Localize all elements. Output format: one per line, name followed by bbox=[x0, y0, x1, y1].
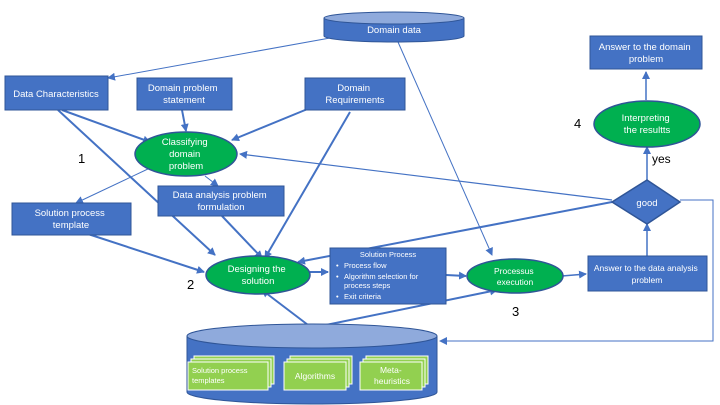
arrow-domaindata-to-execution bbox=[397, 41, 493, 256]
solution-process-template-node: Solution process template bbox=[11, 202, 132, 236]
domain-problem-statement-line2: statement bbox=[163, 95, 205, 106]
arrow-execution-to-answer bbox=[561, 270, 587, 279]
yes-label: yes bbox=[652, 152, 671, 166]
designing-line1: Designing the bbox=[228, 264, 286, 275]
arrow-domaindata-to-datachar bbox=[107, 37, 331, 81]
interpreting-node: Interpreting the resultts bbox=[593, 100, 701, 148]
arrow-classifying-to-formulation bbox=[204, 175, 219, 187]
svg-text:Classifying domain: Classifying domain problem bbox=[162, 137, 211, 172]
solution-process-item-2: Algorithm selection for bbox=[344, 272, 419, 281]
arrow-statement-to-classifying bbox=[180, 109, 189, 132]
bullet-3: • bbox=[336, 292, 339, 301]
step-number-1: 1 bbox=[78, 151, 85, 166]
arrow-formulation-to-designing bbox=[221, 215, 263, 259]
classifying-line2: domain bbox=[169, 149, 200, 160]
data-characteristics-node: Data Characteristics bbox=[4, 75, 109, 111]
step-number-4: 4 bbox=[574, 116, 581, 131]
connectors bbox=[57, 37, 714, 345]
step-number-2: 2 bbox=[187, 277, 194, 292]
classifying-line3: problem bbox=[169, 161, 203, 172]
solution-process-template-line1: Solution process bbox=[35, 208, 105, 219]
answer-data-analysis-node: Answer to the data analysis problem bbox=[587, 255, 708, 292]
arrow-solutionprocess-to-execution bbox=[445, 271, 467, 280]
classifying-line1: Classifying bbox=[162, 137, 208, 148]
metaheuristics-line2: heuristics bbox=[374, 376, 410, 386]
templates-card-stack: Solution process templates bbox=[187, 355, 275, 391]
designing-line2: solution bbox=[242, 276, 275, 287]
data-characteristics-label: Data Characteristics bbox=[13, 89, 99, 100]
arrow-good-to-classifying bbox=[239, 150, 613, 201]
solution-process-template-line2: template bbox=[53, 220, 89, 231]
solution-process-item-1: Process flow bbox=[344, 261, 387, 270]
templates-line1: Solution process bbox=[192, 366, 248, 375]
classifying-node: Classifying domain problem bbox=[134, 131, 238, 177]
svg-text:Domain Requirements: Domain Requirements bbox=[325, 83, 384, 106]
algorithms-label: Algorithms bbox=[295, 371, 335, 381]
domain-requirements-line1: Domain bbox=[337, 83, 370, 94]
arrow-requirements-to-designing bbox=[264, 111, 351, 259]
processus-execution-line2: execution bbox=[497, 277, 534, 287]
answer-data-analysis-line1: Answer to the data analysis bbox=[594, 263, 698, 273]
solution-process-node: Solution Process • Process flow • Algori… bbox=[329, 247, 447, 305]
interpreting-line1: Interpreting bbox=[622, 113, 670, 124]
svg-text:Data analysis problem fo: Data analysis problem formulation bbox=[173, 190, 270, 213]
svg-text:Domain problem statement: Domain problem statement bbox=[148, 83, 220, 106]
solution-process-title: Solution Process bbox=[360, 250, 417, 259]
good-label: good bbox=[636, 198, 657, 209]
designing-node: Designing the solution bbox=[205, 255, 311, 295]
formulation-node: Data analysis problem formulation bbox=[157, 185, 285, 217]
algorithms-card-stack: Algorithms bbox=[283, 355, 353, 391]
domain-data-label: Domain data bbox=[367, 25, 422, 36]
metaheuristics-line1: Meta- bbox=[380, 365, 402, 375]
domain-problem-statement-node: Domain problem statement bbox=[136, 77, 233, 111]
arrow-datachar-to-classifying bbox=[61, 109, 151, 144]
formulation-line1: Data analysis problem bbox=[173, 190, 267, 201]
repository-database: Solution process templates Algorithms Me… bbox=[186, 323, 438, 405]
answer-domain-node: Answer to the domain problem bbox=[589, 35, 703, 70]
svg-text:Meta- heuristics: Meta- heuristics bbox=[374, 365, 410, 386]
arrow-classifying-to-template bbox=[75, 167, 151, 204]
arrow-repository-to-designing bbox=[261, 289, 313, 329]
solution-process-item-3: process steps bbox=[344, 281, 391, 290]
domain-data-node: Domain data bbox=[323, 11, 465, 43]
svg-text:Processus execution: Processus execution bbox=[494, 266, 536, 287]
svg-text:Solution process templat: Solution process template bbox=[35, 208, 108, 231]
interpreting-line2: the resultts bbox=[624, 125, 671, 136]
svg-text:Answer to the domain pro: Answer to the domain problem bbox=[599, 42, 694, 65]
good-decision-node: good bbox=[610, 179, 682, 225]
bullet-2: • bbox=[336, 272, 339, 281]
svg-text:Solution process templ: Solution process templates bbox=[192, 366, 250, 385]
arrow-template-to-designing bbox=[87, 233, 205, 274]
domain-requirements-node: Domain Requirements bbox=[304, 77, 406, 111]
answer-domain-line2: problem bbox=[629, 54, 663, 65]
arrow-good-to-repository bbox=[439, 199, 714, 345]
answer-data-analysis-line2: problem bbox=[632, 275, 663, 285]
processus-execution-line1: Processus bbox=[494, 266, 534, 276]
metaheuristics-card-stack: Meta- heuristics bbox=[359, 355, 429, 391]
arrow-repository-to-execution bbox=[315, 287, 498, 328]
arrow-datachar-to-designing bbox=[57, 109, 216, 256]
bullet-1: • bbox=[336, 261, 339, 270]
domain-problem-statement-line1: Domain problem bbox=[148, 83, 218, 94]
processus-execution-node: Processus execution bbox=[466, 258, 564, 294]
svg-text:Designing the solution: Designing the solution bbox=[228, 264, 289, 287]
svg-text:Interpreting the resultt: Interpreting the resultts bbox=[622, 113, 673, 136]
svg-text:Answer to the data analysis: Answer to the data analysis problem bbox=[594, 263, 700, 285]
domain-requirements-line2: Requirements bbox=[325, 95, 384, 106]
answer-domain-line1: Answer to the domain bbox=[599, 42, 691, 53]
step-number-3: 3 bbox=[512, 304, 519, 319]
solution-process-item-4: Exit criteria bbox=[344, 292, 382, 301]
templates-line2: templates bbox=[192, 376, 225, 385]
arrow-requirements-to-classifying bbox=[231, 107, 311, 142]
formulation-line2: formulation bbox=[198, 202, 245, 213]
